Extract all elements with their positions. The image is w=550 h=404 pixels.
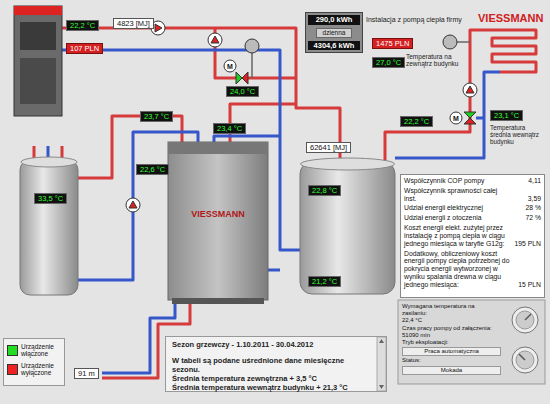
control-panel: Wymagana temperatura na zasilaniu:22,4 °… (398, 300, 545, 384)
table-value: 72 % (515, 214, 541, 222)
value-text: 33,5 °C (38, 194, 63, 203)
value-text: 4823 [MJ] (117, 19, 150, 28)
table-label: Współczynnik sprawności całej inst. (404, 187, 512, 203)
panel-text: 51090 min (402, 332, 501, 339)
legend-item: Urządzenie włączone (7, 343, 61, 358)
table-value: 4,11 (515, 177, 541, 185)
note-line: W tabeli są podane uśrednione dane miesi… (172, 356, 372, 374)
legend-text: Urządzenie wyłączone (21, 362, 61, 377)
button-text: Mokada (405, 367, 498, 374)
readout-box: 21,2 °C (308, 276, 341, 287)
energy-meter: 62641 [MJ] (306, 142, 351, 153)
button-text: Praca automatyczna (405, 348, 498, 355)
panel-text: Tryb eksploatacji: (402, 339, 501, 346)
value-text: 107 PLN (70, 44, 99, 53)
value-text: 22,8 °C (312, 186, 337, 195)
value-text: 23,4 °C (217, 124, 242, 133)
button-slot: Praca automatyczna (402, 347, 501, 356)
energy-meter: 4823 [MJ] (113, 18, 154, 29)
motor-symbol: M (451, 114, 461, 123)
panel-text: Status: (402, 357, 501, 364)
cost-box: 107 PLN (66, 43, 103, 54)
table-label: Udział energii elektrycznej (404, 204, 512, 212)
legend-item: Urządzenie wyłączone (7, 362, 61, 377)
note-line: Średnia temperatura zewnętrzna + 3,5 °C (172, 374, 372, 383)
sensor-caption: Temperatura średnia wewnątrz budynku (490, 124, 546, 146)
value-text: 22,2 °C (404, 117, 429, 126)
table-label: Dodatkowy, obliczeniowy koszt energii po… (404, 250, 512, 289)
value-text: 91 m (78, 369, 95, 378)
value-text: 1475 PLN (376, 39, 409, 48)
readout-box: 22,6 °C (136, 164, 169, 175)
tariff-button: dzienna (316, 28, 352, 38)
meter-display: 290,0 kWh (308, 15, 360, 25)
legend-swatch (7, 364, 18, 375)
mode-button: Praca automatyczna (402, 347, 501, 356)
borehole-depth: 91 m (74, 368, 99, 379)
table-value: 195 PLN (515, 240, 541, 248)
panel-text: Czas pracy pompy od załączenia: (402, 325, 501, 332)
value-text: 21,2 °C (312, 277, 337, 286)
season-note: Sezon grzewczy - 1.10.2011 - 30.04.2012W… (165, 336, 387, 392)
table-label: Udział energii z otoczenia (404, 214, 512, 222)
readout-box: 22,2 °C (66, 20, 99, 31)
value-text: 24,0 °C (230, 87, 255, 96)
note-line: Sezon grzewczy - 1.10.2011 - 30.04.2012 (172, 340, 372, 349)
table-value: 28 % (515, 204, 541, 212)
electricity-meter: 290,0 kWh dzienna 4304,6 kWh (305, 12, 363, 53)
motor-symbol: M (225, 62, 235, 71)
readout-box: 23,4 °C (213, 123, 246, 134)
readout-box: 22,8 °C (308, 185, 341, 196)
table-label: Koszt energii elekt. zużytej przez insta… (404, 224, 512, 247)
value-text: 27,0 °C (376, 58, 401, 67)
value-text: 22,2 °C (70, 21, 95, 30)
table-value: 15 PLN (515, 281, 541, 289)
legend-text: Urządzenie włączone (21, 343, 61, 358)
sensor-caption: Temperatura na zewnątrz budynku (406, 53, 466, 68)
value-text: 23,7 °C (144, 112, 169, 121)
status-button: Mokada (402, 366, 501, 375)
panel-text: 22,4 °C (402, 317, 501, 324)
legend-box: Urządzenie włączoneUrządzenie wyłączone (3, 338, 65, 386)
value-text: 22,6 °C (140, 165, 165, 174)
readout-box: 22,2 °C (400, 116, 433, 127)
readout-box: 23,7 °C (140, 111, 173, 122)
table-value: 3,59 (515, 195, 541, 203)
meter-display: 4304,6 kWh (308, 41, 360, 51)
panel-text: Wymagana temperatura na zasilaniu: (402, 303, 501, 317)
brand-logo: VIESSMANN (180, 210, 256, 219)
readout-box: 33,5 °C (34, 193, 67, 204)
info-panel: Współczynnik COP pompy4,11Współczynnik s… (400, 174, 545, 298)
value-text: 62641 [MJ] (310, 143, 347, 152)
legend-swatch (7, 345, 18, 356)
diagram-title: Instalacja z pompą ciepła firmy (366, 16, 462, 23)
cost-box: 1475 PLN (372, 38, 413, 49)
readout-box: 24,0 °C (226, 86, 259, 97)
readout-box: 23,1 °C (490, 110, 523, 121)
button-slot: Mokada (402, 366, 501, 375)
note-line: Średnia temperatura wewnątrz budynku + 2… (172, 383, 372, 392)
table-label: Współczynnik COP pompy (404, 177, 512, 185)
brand-logo: VIESSMANN (478, 12, 543, 25)
value-text: 23,1 °C (494, 111, 519, 120)
readout-box: 27,0 °C (372, 57, 405, 68)
